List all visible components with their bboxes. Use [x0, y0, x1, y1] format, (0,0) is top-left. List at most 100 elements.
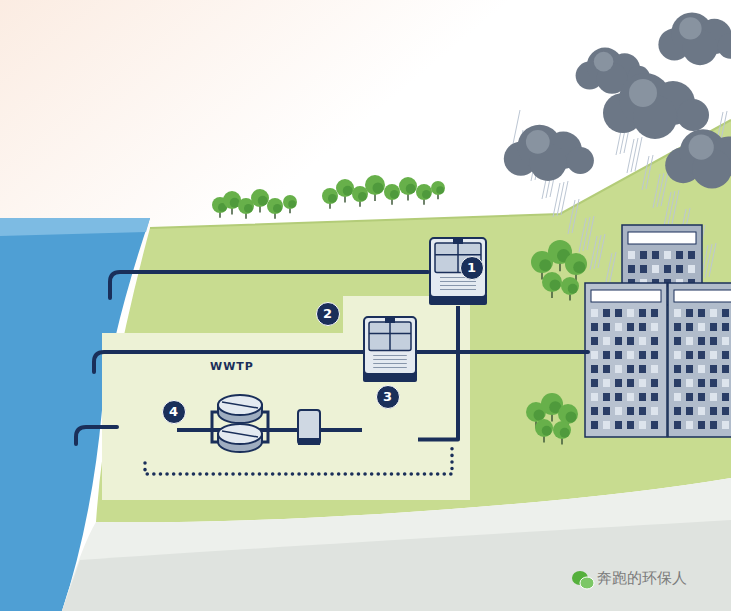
- cloud-puff: [545, 132, 582, 169]
- rain-streak: [716, 112, 723, 146]
- area-outline: [100, 290, 472, 502]
- building-window: [591, 351, 598, 359]
- building-window: [615, 309, 622, 317]
- rain-streak: [683, 208, 690, 242]
- rain-streak: [661, 172, 668, 206]
- rain-streak: [705, 244, 712, 278]
- tree-shade: [557, 249, 570, 262]
- tree-shade: [273, 204, 282, 213]
- tank-grille: [373, 355, 407, 356]
- tree-shade: [390, 190, 399, 199]
- callout-number: 4: [162, 400, 186, 424]
- building-window: [722, 379, 729, 387]
- building-window: [664, 279, 671, 287]
- land: [96, 120, 731, 522]
- tree-trunk: [575, 264, 577, 282]
- building-window: [591, 337, 598, 345]
- building-window: [686, 309, 693, 317]
- rain-streak: [642, 156, 649, 190]
- building-window: [710, 365, 717, 373]
- building-window: [627, 351, 634, 359]
- cloud-puff: [633, 95, 677, 139]
- tank-motor: [453, 239, 463, 244]
- building-window: [639, 393, 646, 401]
- tree-trunk: [219, 205, 221, 218]
- rain-streak: [657, 173, 664, 207]
- tree-shade: [422, 190, 431, 199]
- tree-shade: [436, 186, 444, 194]
- rain-streak: [561, 181, 568, 215]
- tank-grille: [440, 281, 476, 282]
- building-window: [674, 379, 681, 387]
- tank-shaft: [389, 322, 391, 351]
- tree-crown: [542, 272, 562, 292]
- return-line: [145, 446, 452, 474]
- building-window: [603, 379, 610, 387]
- building-window: [615, 393, 622, 401]
- building-window: [603, 365, 610, 373]
- ground-shade: [62, 520, 731, 611]
- rain-streak: [546, 164, 553, 198]
- building-window: [651, 351, 658, 359]
- cloud-puff: [697, 19, 731, 54]
- cloud-puff: [567, 147, 594, 174]
- rain-streak: [690, 227, 697, 261]
- building-sign: [628, 232, 696, 244]
- building-window: [674, 365, 681, 373]
- tree-trunk: [551, 282, 553, 298]
- tree-shade: [343, 186, 353, 196]
- cloud-puff: [504, 142, 538, 176]
- building-window: [676, 279, 683, 287]
- building: [585, 283, 667, 437]
- cloud-puff: [529, 144, 566, 181]
- building-window: [698, 379, 705, 387]
- watermark-icon: [580, 577, 594, 589]
- building-window: [722, 337, 729, 345]
- building-window: [615, 323, 622, 331]
- building-window: [722, 323, 729, 331]
- rain-streak: [553, 183, 560, 217]
- cloud-highlight: [526, 130, 550, 154]
- rain-streak: [542, 165, 549, 199]
- tree-crown: [238, 198, 254, 214]
- building-window: [615, 407, 622, 415]
- building-window: [674, 323, 681, 331]
- outfall-pipe: [76, 427, 117, 444]
- rain-streak: [672, 190, 679, 224]
- callout-number: 2: [316, 302, 340, 326]
- building-window: [698, 309, 705, 317]
- tree-shade: [560, 428, 570, 438]
- tree-trunk: [567, 414, 569, 430]
- tree-crown: [365, 175, 385, 195]
- building-window: [627, 337, 634, 345]
- building-window: [628, 265, 635, 273]
- building-window: [651, 337, 658, 345]
- building-window: [674, 337, 681, 345]
- tank-motor: [385, 318, 395, 323]
- tree-trunk: [289, 202, 291, 213]
- cloud-puff: [587, 48, 623, 84]
- building-window: [674, 309, 681, 317]
- tree-shade: [568, 284, 578, 294]
- tree-trunk: [569, 286, 571, 300]
- tree-trunk: [561, 430, 563, 444]
- clarifier-bridge: [222, 431, 258, 437]
- cloud: [603, 73, 709, 139]
- tree-crown: [267, 198, 283, 214]
- tree-crown: [541, 393, 563, 415]
- cloud-puff: [651, 81, 695, 125]
- rain-streak: [583, 217, 590, 251]
- building-window: [603, 407, 610, 415]
- building-window: [651, 309, 658, 317]
- cloud-puff: [682, 30, 717, 65]
- rain-streak: [520, 129, 527, 163]
- building-window: [710, 379, 717, 387]
- filter-base: [298, 438, 320, 445]
- tree-trunk: [543, 428, 545, 442]
- treatment-tank: 1: [428, 236, 488, 306]
- tree-crown: [384, 184, 400, 200]
- outfall-pipe: [110, 272, 428, 298]
- tree-crown: [223, 191, 241, 209]
